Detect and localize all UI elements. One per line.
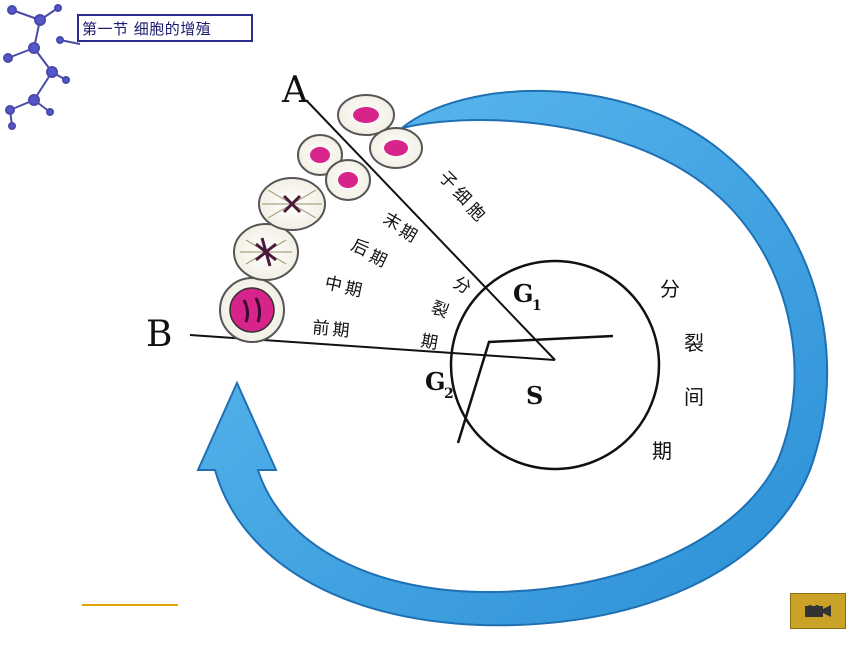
line-a bbox=[305, 99, 556, 361]
label-g2-sub: 2 bbox=[444, 386, 454, 402]
cell-anaphase bbox=[258, 177, 326, 231]
label-b: B bbox=[146, 314, 172, 355]
underline-decoration bbox=[82, 604, 178, 606]
cell-telophase bbox=[297, 134, 371, 201]
label-interphase-4: 期 bbox=[652, 439, 672, 463]
label-interphase-2: 裂 bbox=[684, 331, 704, 355]
cell-prophase bbox=[219, 277, 285, 343]
label-prophase-1: 前 bbox=[312, 318, 331, 339]
cell-daughter bbox=[337, 94, 423, 169]
cycle-arrow bbox=[196, 90, 829, 627]
page-title: 第一节 细胞的增殖 bbox=[82, 20, 212, 38]
label-interphase-3: 间 bbox=[684, 385, 704, 409]
cell-metaphase bbox=[233, 223, 299, 281]
title-box bbox=[77, 14, 253, 42]
label-interphase-1: 分 bbox=[660, 277, 680, 301]
label-anaphase-2: 期 bbox=[366, 246, 390, 271]
video-button[interactable] bbox=[790, 593, 846, 629]
label-g2: G bbox=[425, 367, 446, 396]
label-a: A bbox=[281, 70, 309, 111]
video-camera-icon bbox=[805, 605, 831, 617]
phase-divider bbox=[456, 334, 614, 444]
label-metaphase-1: 中 bbox=[323, 273, 344, 296]
label-prophase-2: 期 bbox=[332, 320, 351, 341]
label-metaphase-2: 期 bbox=[343, 278, 364, 301]
label-anaphase-1: 后 bbox=[348, 235, 372, 260]
label-g1-sub: 1 bbox=[532, 298, 542, 314]
label-mitosis-2: 裂 bbox=[428, 298, 451, 323]
label-s: S bbox=[526, 381, 543, 410]
label-mitosis-3: 期 bbox=[419, 331, 439, 354]
molecule-logo-icon bbox=[3, 4, 81, 130]
label-g1: G bbox=[513, 279, 534, 308]
interphase-circle bbox=[449, 259, 661, 471]
label-mitosis-1: 分 bbox=[450, 273, 475, 299]
